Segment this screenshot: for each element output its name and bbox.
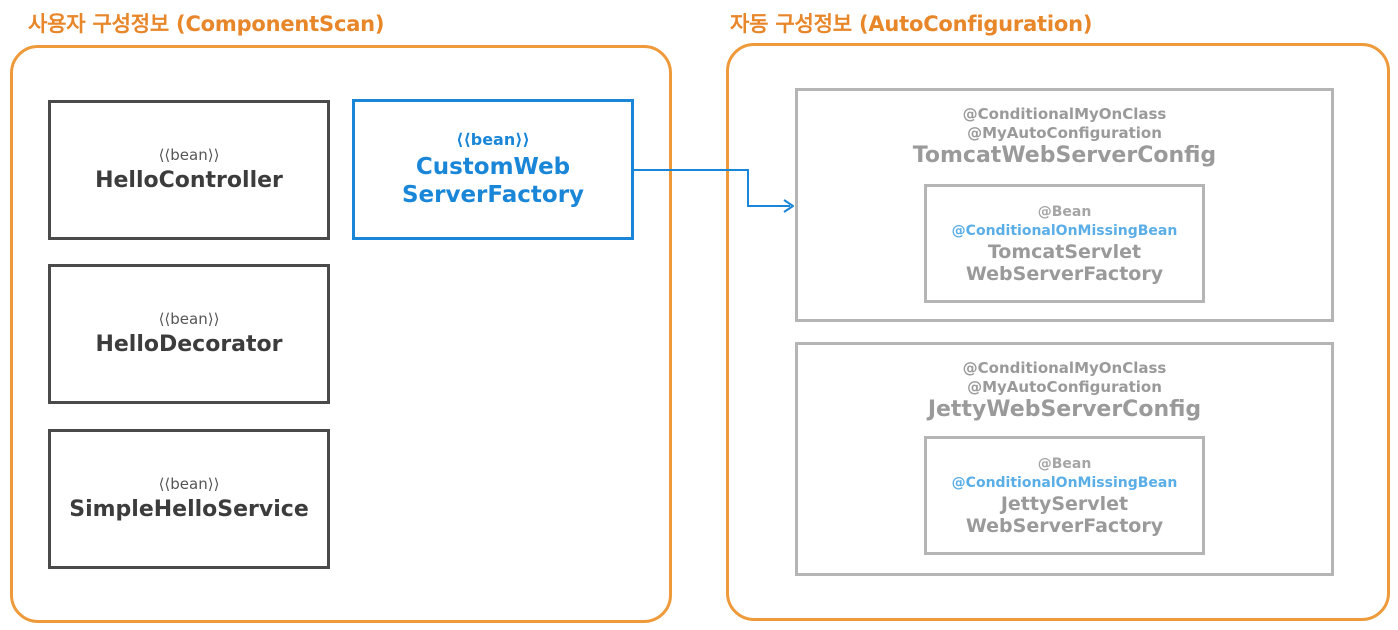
- config-name: JettyWebServerConfig: [927, 397, 1202, 422]
- config-name: TomcatWebServerConfig: [912, 143, 1217, 168]
- bean-name: HelloDecorator: [95, 332, 283, 357]
- inner-annotation-missing-bean: @ConditionalOnMissingBean: [951, 222, 1178, 239]
- user-config-title: 사용자 구성정보 (ComponentScan): [28, 12, 385, 36]
- config-annotation-conditional: @ConditionalMyOnClass: [962, 105, 1167, 123]
- bean-simple-hello-service[interactable]: ⟨⟨bean⟩⟩ SimpleHelloService: [48, 429, 330, 569]
- config-tomcat-web-server[interactable]: @ConditionalMyOnClass @MyAutoConfigurati…: [795, 88, 1334, 322]
- config-annotation-auto: @MyAutoConfiguration: [967, 378, 1162, 396]
- inner-name-line1: JettyServlet: [1000, 492, 1129, 515]
- bean-name: SimpleHelloService: [69, 497, 309, 522]
- bean-stereotype: ⟨⟨bean⟩⟩: [158, 310, 220, 328]
- inner-annotation-bean: @Bean: [1037, 203, 1092, 220]
- inner-bean-jetty-servlet-factory[interactable]: @Bean @ConditionalOnMissingBean JettySer…: [924, 436, 1205, 555]
- inner-name-line1: TomcatServlet: [987, 240, 1142, 263]
- bean-name-line1: CustomWeb: [415, 154, 571, 180]
- bean-custom-web-server-factory[interactable]: ⟨⟨bean⟩⟩ CustomWeb ServerFactory: [352, 99, 634, 240]
- bean-stereotype: ⟨⟨bean⟩⟩: [158, 475, 220, 493]
- inner-annotation-missing-bean: @ConditionalOnMissingBean: [951, 474, 1178, 491]
- inner-name-line2: WebServerFactory: [965, 262, 1164, 285]
- inner-bean-tomcat-servlet-factory[interactable]: @Bean @ConditionalOnMissingBean TomcatSe…: [924, 184, 1205, 303]
- bean-hello-decorator[interactable]: ⟨⟨bean⟩⟩ HelloDecorator: [48, 264, 330, 404]
- bean-name: HelloController: [95, 168, 283, 193]
- bean-hello-controller[interactable]: ⟨⟨bean⟩⟩ HelloController: [48, 100, 330, 240]
- bean-stereotype: ⟨⟨bean⟩⟩: [456, 130, 530, 149]
- inner-name-line2: WebServerFactory: [965, 514, 1164, 537]
- user-config-frame: [10, 45, 672, 623]
- auto-config-frame: [726, 43, 1390, 621]
- config-annotation-auto: @MyAutoConfiguration: [967, 124, 1162, 142]
- inner-annotation-bean: @Bean: [1037, 455, 1092, 472]
- auto-config-title: 자동 구성정보 (AutoConfiguration): [730, 12, 1093, 36]
- bean-name-line2: ServerFactory: [401, 182, 585, 208]
- config-jetty-web-server[interactable]: @ConditionalMyOnClass @MyAutoConfigurati…: [795, 342, 1334, 576]
- bean-stereotype: ⟨⟨bean⟩⟩: [158, 146, 220, 164]
- config-annotation-conditional: @ConditionalMyOnClass: [962, 359, 1167, 377]
